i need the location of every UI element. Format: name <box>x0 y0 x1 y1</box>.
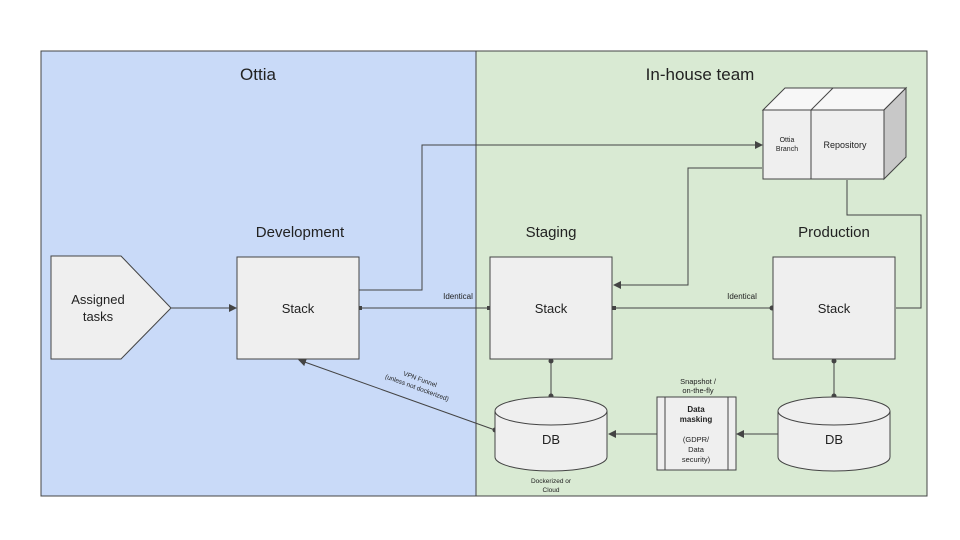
data-masking-node <box>656 396 737 471</box>
data-masking-subtitle: security) <box>682 455 711 464</box>
data-masking-subtitle: Data <box>688 445 705 454</box>
dockerized-label: Dockerized or <box>531 478 572 485</box>
identical-label: Identical <box>443 292 473 301</box>
identical-label: Identical <box>727 292 757 301</box>
edge-dev-to-ottia-branch <box>359 141 763 291</box>
repository-node <box>761 86 908 181</box>
edges <box>171 141 922 438</box>
dockerized-label: Cloud <box>543 487 560 494</box>
staging-db-label: DB <box>542 432 560 447</box>
staging-title: Staging <box>526 224 577 241</box>
connector-dot <box>612 306 616 310</box>
assigned-tasks-label: Assigned <box>71 292 124 307</box>
data-masking-title: Data <box>687 405 705 414</box>
edge-db-to-dev-vpn <box>298 358 496 431</box>
development-title: Development <box>256 224 345 241</box>
connector-dot <box>548 358 554 364</box>
data-masking-subtitle: (GDPR/ <box>683 435 710 444</box>
inhouse-zone-title: In-house team <box>646 65 755 84</box>
ottia-zone-title: Ottia <box>240 65 276 84</box>
assigned-tasks-node: Assigned tasks <box>50 255 172 360</box>
data-masking-title: masking <box>680 415 713 424</box>
edge-repo-to-staging <box>613 167 762 289</box>
production-db-label: DB <box>825 432 843 447</box>
assigned-tasks-label: tasks <box>83 309 114 324</box>
production-stack-node: Stack <box>772 256 896 360</box>
ottia-branch-label: Ottia <box>780 137 795 144</box>
snapshot-label: on-the-fly <box>682 386 714 395</box>
connector-dot <box>487 306 491 310</box>
production-db-node <box>777 396 891 472</box>
staging-stack-node: Stack <box>489 256 613 360</box>
connector-dot <box>831 358 837 364</box>
staging-db-node <box>494 396 608 472</box>
dev-stack-label: Stack <box>282 301 315 316</box>
production-stack-label: Stack <box>818 301 851 316</box>
dev-stack-node: Stack <box>236 256 360 360</box>
ottia-branch-label: Branch <box>776 146 798 153</box>
snapshot-label: Snapshot / <box>680 377 717 386</box>
production-title: Production <box>798 224 870 241</box>
staging-stack-label: Stack <box>535 301 568 316</box>
repository-label: Repository <box>823 140 867 150</box>
connector-dot <box>358 306 362 310</box>
edge-repo-to-production <box>846 180 922 309</box>
